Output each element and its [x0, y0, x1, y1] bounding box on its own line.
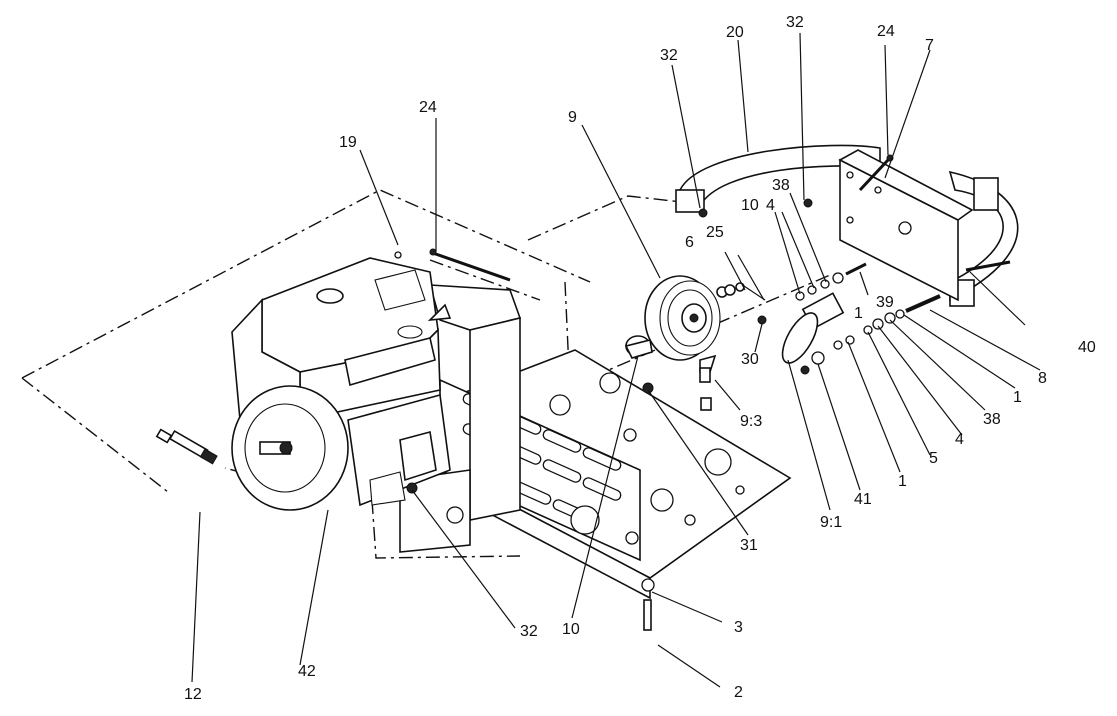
- callout-2: 2: [734, 684, 743, 701]
- callout-1-top: 1: [854, 305, 863, 322]
- mount-plate: [838, 149, 974, 302]
- callout-labels: 7 24 32 20 32 9 24 19 38 10 4 25 6 39 1 …: [184, 14, 1096, 703]
- callout-5: 5: [929, 450, 938, 467]
- callout-25: 25: [706, 224, 724, 241]
- callout-32-bottom: 32: [520, 623, 538, 640]
- leader-lines: [191, 32, 1041, 688]
- callout-6: 6: [685, 234, 694, 251]
- callout-39: 39: [876, 294, 894, 311]
- engine-mount-bracket: [399, 284, 522, 553]
- callout-10-top: 10: [741, 197, 759, 214]
- callout-1-right: 1: [1013, 389, 1022, 406]
- callout-4-top: 4: [766, 197, 775, 214]
- callout-4-right: 4: [955, 431, 964, 448]
- callout-8: 8: [1038, 370, 1047, 387]
- clutch-fasteners: [642, 282, 767, 394]
- callout-32-top: 32: [786, 14, 804, 31]
- callout-3: 3: [734, 619, 743, 636]
- electric-clutch: [644, 275, 721, 411]
- callout-20: 20: [726, 24, 744, 41]
- callout-42: 42: [298, 663, 316, 680]
- callout-38-right: 38: [983, 411, 1001, 428]
- callout-7: 7: [925, 37, 934, 54]
- callout-19: 19: [339, 134, 357, 151]
- callout-30: 30: [741, 351, 759, 368]
- engine: [231, 257, 452, 511]
- callout-40: 40: [1078, 339, 1096, 356]
- callout-32-bumper: 32: [660, 47, 678, 64]
- callout-24-top: 24: [877, 23, 895, 40]
- callout-38-top: 38: [772, 177, 790, 194]
- oil-drain-fitting: [155, 428, 218, 465]
- callout-12: 12: [184, 686, 202, 703]
- callout-10-bottom: 10: [562, 621, 580, 638]
- callout-1-bottom: 1: [898, 473, 907, 490]
- callout-24-left: 24: [419, 99, 437, 116]
- callout-9-1: 9:1: [820, 514, 842, 531]
- callout-9-3: 9:3: [740, 413, 762, 430]
- callout-41: 41: [854, 491, 872, 508]
- callout-31: 31: [740, 537, 758, 554]
- spacer: [624, 335, 653, 359]
- callout-9: 9: [568, 109, 577, 126]
